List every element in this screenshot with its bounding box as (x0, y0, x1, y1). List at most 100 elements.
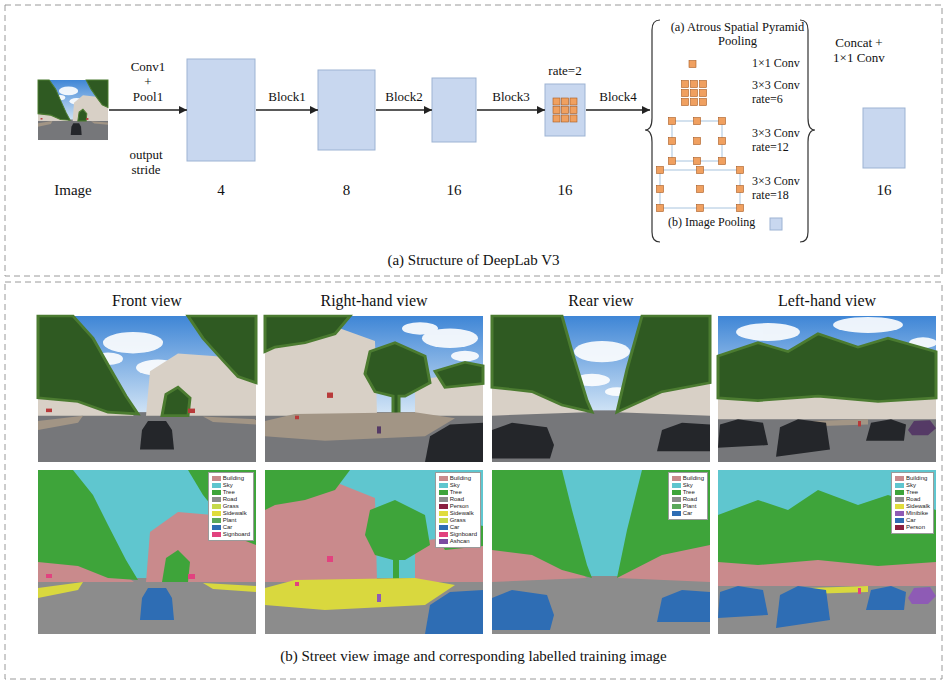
seg-road (492, 576, 710, 634)
edge-label: Block4 (599, 90, 637, 105)
photo-tree (38, 316, 256, 416)
photo-object (908, 420, 936, 435)
panel-caption: (a) Structure of DeepLab V3 (0, 252, 947, 269)
edge-label: Block2 (385, 90, 423, 105)
view-header: Front view (38, 292, 256, 310)
legend-box: BuildingSkyTreeRoadPersonSidewalkGrassCa… (435, 472, 481, 548)
conv-label: 3×3 Conv rate=12 (752, 127, 804, 155)
photo-tree (38, 80, 108, 121)
feature-map (863, 108, 905, 168)
legend-text: Car (906, 517, 916, 524)
view-header: Rear view (492, 292, 710, 310)
feature-map (318, 70, 375, 150)
legend-swatch (895, 525, 904, 530)
legend-text: Plant (223, 517, 237, 524)
photo-object (377, 426, 381, 433)
legend-row: Signboard (212, 531, 250, 538)
photo-sky (38, 316, 256, 416)
seg-tree (718, 490, 936, 566)
feature-map: rate=216 (545, 84, 585, 136)
photo-road (38, 120, 108, 140)
flow-arrow (109, 109, 187, 111)
photo-car (71, 123, 82, 135)
photo-tree (265, 316, 483, 421)
legend-row: Tree (212, 489, 250, 496)
legend-text: Signboard (450, 531, 477, 538)
panel-frames (5, 5, 942, 679)
photo-sky (38, 80, 108, 121)
photo-road (492, 410, 710, 462)
seg-road (38, 578, 256, 634)
legend-row: Plant (212, 517, 250, 524)
legend-text: Grass (450, 517, 466, 524)
flow-arrow (376, 109, 432, 111)
stride-number: 16 (432, 182, 476, 199)
seg-road (265, 578, 483, 634)
legend-text: Building (683, 475, 704, 482)
input-image: Image (38, 80, 108, 140)
legend-swatch (895, 511, 904, 516)
legend-text: Sidewalk (450, 510, 474, 517)
legend-swatch (439, 483, 448, 488)
legend-row: Grass (212, 503, 250, 510)
legend-row: Sidewalk (895, 503, 930, 510)
legend-row: Ashcan (439, 538, 477, 545)
legend-text: Sidewalk (223, 510, 247, 517)
legend-swatch (212, 504, 221, 509)
photo-car (140, 421, 174, 449)
legend-swatch (212, 511, 221, 516)
legend-text: Person (906, 524, 925, 531)
segmentation-map (718, 470, 936, 634)
legend-box: BuildingSkyTreeRoadPlantCar (668, 472, 708, 520)
seg-sign (295, 556, 333, 586)
atrous-frame (660, 170, 740, 208)
conv-label: 3×3 Conv rate=6 (752, 79, 804, 107)
legend-text: Building (906, 475, 927, 482)
legend-row: Sky (212, 482, 250, 489)
kernel-grid (553, 98, 577, 122)
stride-caption: output stride (120, 148, 172, 178)
seg-tree (38, 470, 256, 582)
legend-row: Minibike (895, 510, 930, 517)
stride-number: 4 (187, 182, 255, 199)
view-header: Right-hand view (265, 292, 483, 310)
segmentation-map (492, 470, 710, 634)
legend-row: Plant (672, 503, 704, 510)
segmentation-map (38, 470, 256, 634)
legend-swatch (895, 518, 904, 523)
legend-text: Tree (450, 489, 462, 496)
legend-swatch (439, 511, 448, 516)
legend-text: Car (683, 510, 693, 517)
left-brace (645, 20, 660, 242)
legend-text: Sidewalk (906, 503, 930, 510)
street-photo (718, 316, 937, 462)
photo-road (265, 412, 483, 462)
photo-sign (858, 421, 861, 426)
legend-row: Tree (672, 489, 704, 496)
pooling-label: (b) Image Pooling (668, 216, 768, 230)
legend-row: Car (212, 524, 250, 531)
stride-number: 8 (318, 182, 375, 199)
seg-sidewalk (265, 578, 455, 610)
legend-text: Car (223, 524, 233, 531)
legend-row: Building (672, 475, 704, 482)
legend-swatch (212, 490, 221, 495)
photo-car (492, 423, 710, 459)
stride-number: 16 (853, 182, 915, 199)
panel-frame (5, 282, 942, 679)
seg-sign (858, 588, 861, 594)
legend-text: Tree (906, 489, 918, 496)
legend-text: Sky (906, 482, 916, 489)
flow-arrow (256, 109, 318, 111)
legend-row: Building (439, 475, 477, 482)
legend-swatch (212, 497, 221, 502)
legend-text: Sky (450, 482, 460, 489)
conv-label: 3×3 Conv rate=18 (752, 175, 804, 203)
conv-label: 1×1 Conv (752, 57, 804, 71)
seg-car (425, 590, 483, 634)
feature-map (545, 84, 585, 136)
right-brace (800, 20, 815, 242)
rate-label: rate=2 (530, 64, 600, 79)
legend-row: Road (439, 496, 477, 503)
photo-car (425, 423, 483, 462)
